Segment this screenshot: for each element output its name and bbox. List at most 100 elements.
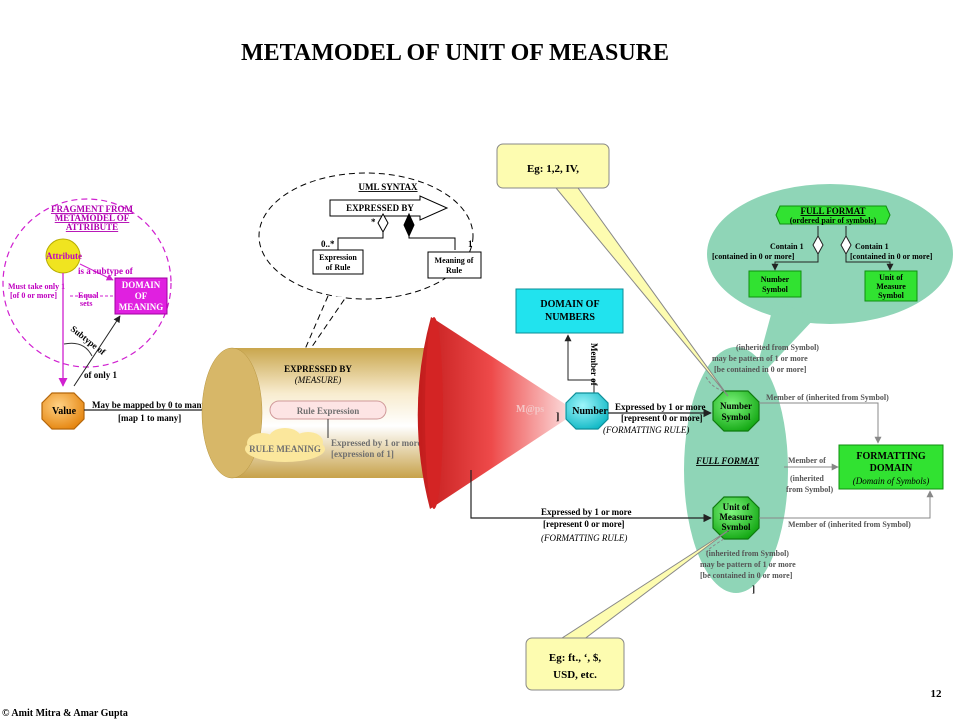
uml-expression-box[interactable]: [312, 249, 364, 275]
domain-of-numbers-box[interactable]: [515, 288, 624, 334]
member-middle-3: from Symbol): [786, 485, 834, 494]
uml-left-line: [337, 232, 384, 250]
bracket-mark: ]: [556, 412, 559, 423]
fragment-heading-3: ATTRIBUTE: [66, 222, 118, 232]
uml-expression-2: of Rule: [326, 263, 351, 272]
inherited-bottom-1: (inherited from Symbol): [706, 549, 789, 558]
ff-contain-left-2: [contained in 0 or more]: [712, 252, 795, 261]
uml-mult-left: 0..*: [321, 239, 335, 249]
rule-meaning-label: RULE MEANING: [249, 444, 321, 454]
measure-tube: EXPRESSED BY (MEASURE) Rule Expression R…: [201, 347, 444, 479]
number-symbol-2: Symbol: [721, 412, 751, 422]
expressed-unit-2: [represent 0 or more]: [543, 519, 625, 529]
attribute-label: Attribute: [46, 251, 82, 261]
must-take-2: [of 0 or more]: [10, 291, 57, 300]
uml-bubble: UML SYNTAX EXPRESSED BY * 0..* 1 Express…: [258, 172, 482, 371]
inherited-top-2: may be pattern of 1 or more: [712, 354, 808, 363]
red-cone: [417, 317, 565, 509]
expressed-unit-arrow: [470, 470, 712, 523]
expressed-number-2: [represent 0 or more]: [621, 413, 703, 423]
ff-contain-right-1: Contain 1: [855, 242, 889, 251]
callout-bottom: Eg: ft., ‘, $, USD, etc.: [525, 529, 730, 691]
uml-expressed-label: EXPRESSED BY: [346, 203, 414, 213]
ff-number-1: Number: [761, 275, 790, 284]
inherited-bottom-3: [be contained in 0 or more]: [700, 571, 793, 580]
rule-meaning-cloud[interactable]: [245, 428, 325, 462]
uml-expressed-arrow: [329, 195, 449, 221]
uml-mult-right: 1: [468, 239, 473, 249]
tube-expressed-1: Expressed by 1 or more: [331, 438, 422, 448]
subtype-of-line: [73, 315, 121, 387]
equal-sets-1: Equal: [78, 291, 99, 300]
member-middle-2: (inherited: [790, 474, 824, 483]
must-take-1: Must take only 1: [8, 282, 65, 291]
ff-unit-3: Symbol: [878, 291, 905, 300]
is-subtype-label: is a subtype of: [78, 266, 134, 276]
full-format-label: FULL FORMAT: [695, 456, 759, 466]
tube-end-cap: [201, 347, 263, 479]
domain-numbers-1: DOMAIN OF: [540, 299, 599, 310]
ff-number-2: Symbol: [762, 285, 789, 294]
symbol-ellipse: [684, 347, 788, 593]
unit-symbol-node[interactable]: [712, 496, 760, 540]
uml-right-line: [408, 236, 456, 250]
ff-unit-2: Measure: [876, 282, 906, 291]
copyright: © Amit Mitra & Amar Gupta: [2, 708, 128, 719]
domain-line-2: OF: [135, 291, 148, 301]
subtype-arrow: [79, 263, 114, 281]
uml-meaning-1: Meaning of: [435, 256, 474, 265]
domain-numbers-2: NUMBERS: [545, 312, 595, 323]
number-symbol-1: Number: [720, 401, 752, 411]
ff-contain-left-1: Contain 1: [770, 242, 804, 251]
ff-right-line: [845, 254, 894, 271]
full-format-sub: (ordered pair of symbols): [790, 216, 877, 225]
unit-symbol-2: Measure: [719, 512, 752, 522]
inherited-bottom-arc: [705, 538, 725, 553]
rule-expression-label: Rule Expression: [297, 406, 360, 416]
tube-measure: (MEASURE): [295, 375, 341, 385]
callout-bottom-1: Eg: ft., ‘, $,: [549, 652, 601, 664]
fragment-heading-1: FRAGMENT FROM: [51, 204, 134, 214]
expressed-unit-3: (FORMATTING RULE): [541, 533, 627, 543]
ff-unit-1: Unit of: [879, 273, 903, 282]
uml-meaning-2: Rule: [446, 266, 462, 275]
inherited-bottom-2: may be pattern of 1 or more: [700, 560, 796, 569]
tube-expressed-by: EXPRESSED BY: [284, 364, 352, 374]
inherited-top-1: (inherited from Symbol): [736, 343, 819, 352]
uml-expression-1: Expression: [319, 253, 357, 262]
uml-star: *: [371, 217, 376, 227]
ff-left-line: [771, 254, 819, 271]
cone-label: M@ps: [516, 404, 544, 415]
inherited-top-arc: [705, 376, 725, 392]
value-node[interactable]: [41, 392, 85, 430]
number-label: Number: [572, 406, 608, 417]
page-number: 12: [931, 688, 943, 700]
map-label-2: [map 1 to many]: [118, 413, 181, 423]
callout-top-box: [496, 143, 610, 189]
callout-bottom-2: USD, etc.: [553, 669, 597, 681]
map-label-1: May be mapped by 0 to many: [92, 400, 207, 410]
member-bottom-label: Member of (inherited from Symbol): [788, 520, 911, 529]
formatting-domain-2: DOMAIN: [870, 463, 914, 474]
fragment-group: FRAGMENT FROM METAMODEL OF ATTRIBUTE Att…: [2, 198, 172, 387]
member-of-vertical: Member of: [589, 343, 599, 387]
page-title: METAMODEL OF UNIT OF MEASURE: [241, 40, 669, 66]
ff-unit-symbol-box[interactable]: [864, 270, 918, 302]
domain-of-meaning-box[interactable]: [114, 277, 168, 315]
subtype-arc: [63, 342, 93, 357]
domain-line-3: MEANING: [119, 302, 164, 312]
number-node[interactable]: [565, 392, 609, 430]
unit-symbol-1: Unit of: [723, 502, 751, 512]
tube-expressed-2: [expression of 1]: [331, 449, 394, 459]
ff-number-symbol-box[interactable]: [748, 270, 802, 298]
expressed-number-1: Expressed by 1 or more: [615, 402, 706, 412]
member-of-arrow: [564, 334, 595, 393]
uml-meaning-box[interactable]: [427, 251, 482, 279]
number-symbol-node[interactable]: [712, 390, 760, 432]
full-format-header[interactable]: [775, 205, 891, 225]
unit-symbol-3: Symbol: [721, 522, 751, 532]
full-format-tail: [752, 300, 815, 385]
formatting-domain-box[interactable]: [838, 444, 944, 490]
